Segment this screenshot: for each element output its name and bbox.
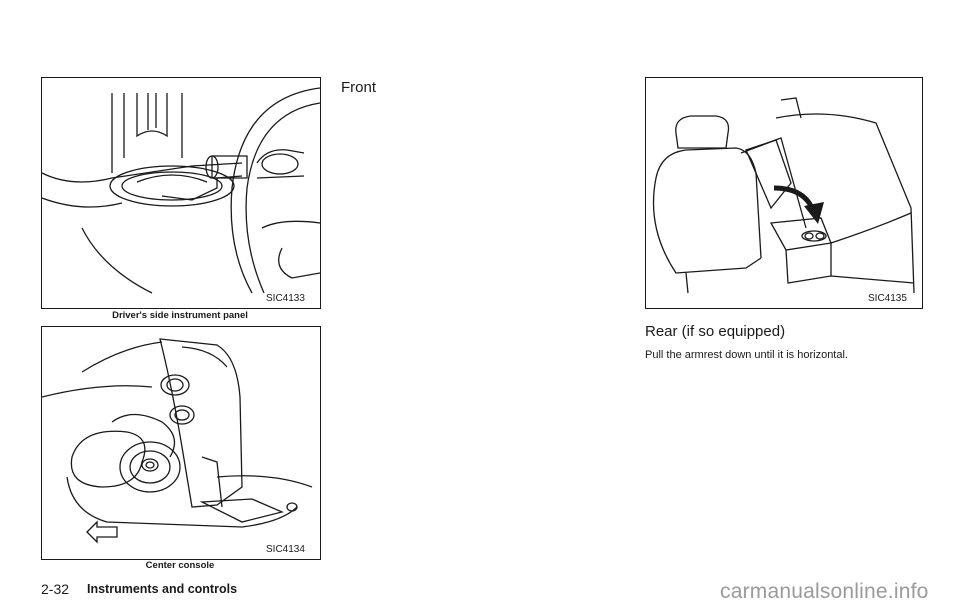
section-heading-rear: Rear (if so equipped) xyxy=(645,323,786,340)
figure-driver-instrument-panel xyxy=(41,77,321,309)
page-number: 2-32 xyxy=(41,581,70,597)
center-console-illustration xyxy=(42,338,313,544)
driver-panel-illustration xyxy=(42,87,320,294)
figure-rear-armrest xyxy=(645,77,923,309)
footer-section-title: Instruments and controls xyxy=(87,582,238,596)
figure-center-console xyxy=(41,326,321,560)
watermark-text: carmanualsonline.info xyxy=(720,580,929,603)
figure-code-sic4133: SIC4133 xyxy=(266,293,305,304)
figure-caption-center-console: Center console xyxy=(145,560,215,571)
figure-code-sic4134: SIC4134 xyxy=(266,544,305,555)
rear-armrest-instruction: Pull the armrest down until it is horizo… xyxy=(645,349,848,361)
figure-caption-driver-panel: Driver's side instrument panel xyxy=(112,310,248,321)
rear-armrest-illustration xyxy=(652,97,915,294)
section-heading-front: Front xyxy=(341,79,377,96)
figure-code-sic4135: SIC4135 xyxy=(868,293,907,304)
